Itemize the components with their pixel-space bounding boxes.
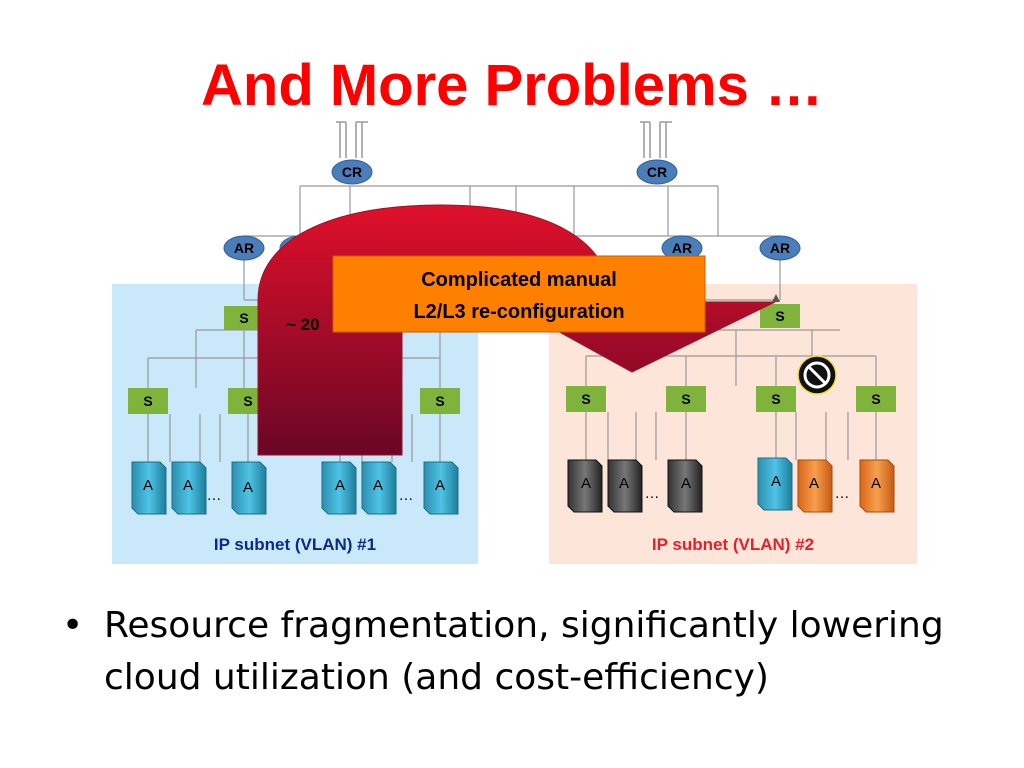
pointer-triangle-icon (772, 294, 780, 302)
reconfiguration-callout: Complicated manual L2/L3 re-configuratio… (332, 255, 706, 333)
prohibited-icon (797, 355, 837, 395)
server: A (321, 461, 357, 515)
svg-text:…: … (399, 487, 414, 504)
svg-text:A: A (809, 475, 819, 492)
server: A (667, 459, 703, 513)
svg-text:A: A (243, 479, 253, 496)
svg-text:S: S (239, 310, 248, 326)
subnet-1-label: IP subnet (VLAN) #1 (214, 535, 376, 554)
svg-text:S: S (243, 393, 252, 409)
switch-tor-6: S (666, 386, 706, 412)
core-router-2: CR (636, 159, 678, 185)
svg-text:A: A (143, 477, 153, 494)
switch-tor-5: S (566, 386, 606, 412)
server-ellipsis: … (207, 487, 222, 504)
svg-text:AR: AR (672, 240, 692, 256)
svg-text:A: A (771, 473, 781, 490)
bullet-dot: • (62, 605, 84, 646)
server: A (797, 459, 833, 513)
bullet-text: Resource fragmentation, significantly lo… (104, 605, 944, 698)
switch-agg-subnet-1: S (224, 306, 264, 330)
svg-text:A: A (619, 475, 629, 492)
svg-text:…: … (835, 485, 850, 502)
svg-text:S: S (871, 391, 880, 407)
svg-text:A: A (871, 475, 881, 492)
svg-text:S: S (771, 391, 780, 407)
access-router-4: AR (759, 235, 801, 261)
svg-text:AR: AR (234, 240, 254, 256)
switch-tor-8: S (856, 386, 896, 412)
svg-text:A: A (581, 475, 591, 492)
uplink-lines (336, 121, 672, 158)
server: A (423, 461, 459, 515)
switch-tor-7: S (756, 386, 796, 412)
svg-text:…: … (645, 485, 660, 502)
switch-tor-4: S (420, 388, 460, 414)
svg-text:S: S (143, 393, 152, 409)
server: A (757, 457, 793, 511)
server: A (859, 459, 895, 513)
server: A (231, 461, 267, 515)
svg-text:…: … (207, 487, 222, 504)
svg-text:A: A (183, 477, 193, 494)
switch-tor-1: S (128, 388, 168, 414)
svg-text:S: S (775, 308, 784, 324)
svg-text:A: A (435, 477, 445, 494)
svg-text:CR: CR (342, 164, 362, 180)
access-router-1: AR (223, 235, 265, 261)
switch-agg-subnet-2: S (760, 304, 800, 328)
svg-text:A: A (335, 477, 345, 494)
svg-text:A: A (373, 477, 383, 494)
server: A (567, 459, 603, 513)
svg-text:AR: AR (770, 240, 790, 256)
server-ellipsis: … (835, 485, 850, 502)
server: A (131, 461, 167, 515)
svg-text:CR: CR (647, 164, 667, 180)
svg-text:S: S (681, 391, 690, 407)
slide-title: And More Problems … (201, 53, 823, 118)
core-router-1: CR (331, 159, 373, 185)
svg-text:A: A (681, 475, 691, 492)
svg-text:S: S (435, 393, 444, 409)
svg-text:Complicated manual: Complicated manual (421, 269, 617, 291)
svg-text:S: S (581, 391, 590, 407)
server: A (607, 459, 643, 513)
server-ellipsis: … (645, 485, 660, 502)
subnet-2-label: IP subnet (VLAN) #2 (652, 535, 814, 554)
server-ellipsis: … (399, 487, 414, 504)
access-router-3: AR (661, 235, 703, 261)
server: A (361, 461, 397, 515)
svg-text:L2/L3 re-configuration: L2/L3 re-configuration (413, 301, 624, 323)
partial-annotation: ~ 20 (286, 315, 320, 334)
server: A (171, 461, 207, 515)
